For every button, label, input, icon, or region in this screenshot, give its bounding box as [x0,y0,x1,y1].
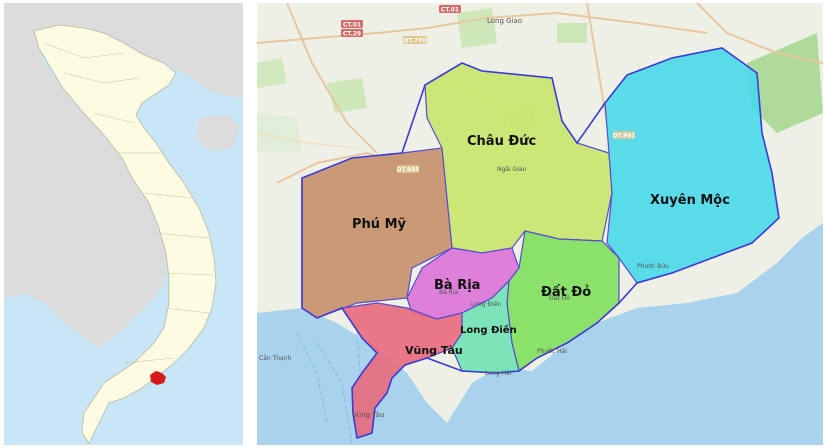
district-label-chau-duc: Châu Đức [467,134,536,149]
road-shield-label: CT.01 [343,22,361,29]
road-shield-label: DT.770 [404,38,427,45]
road-shield-label: CT.29 [343,31,361,38]
place-label-phuoc-hai: Phước Hải [537,348,567,355]
place-label-long-giao: Long Giao [487,17,522,25]
province-borders [43,42,215,364]
road-shield-dt995: DT.995 [397,165,420,174]
district-label-phu-my: Phú Mỹ [352,217,407,232]
neighbor-laos-thailand-cambodia [4,28,169,348]
place-label-ba-ria-town: Bà Rịa [439,289,459,296]
place-label-dat-do-town: Đất Đỏ [549,295,570,302]
road-shield-label: CT.01 [441,7,459,14]
road-shield-ct01-top: CT.01 [439,5,461,14]
road-shield-ct29: CT.29 [341,29,363,38]
place-label-ngai-giao: Ngãi Giao [497,166,527,173]
road-shield-dt770: DT.770 [403,36,427,45]
neighbor-china [4,3,243,98]
neighbor-hainan [196,115,240,151]
district-label-vung-tau: Vũng Tàu [405,344,463,357]
place-label-long-hai: Long Hải [485,370,512,377]
district-labels: Châu Đức Xuyên Mộc Phú Mỹ Bà Rịa Đất Đỏ … [352,134,730,357]
province-border [301,47,780,440]
regional-map: CT.01 CT.29 DT.770 DT.991 DT.995 CT.01 [257,3,823,445]
highlighted-province [150,371,166,385]
regional-map-svg: CT.01 CT.29 DT.770 DT.991 DT.995 CT.01 [257,3,823,445]
locator-map [4,3,243,445]
map-roads [257,3,823,184]
road-shield-dt991: DT.991 [613,131,636,140]
district-label-ba-ria: Bà Rịa [434,278,480,293]
place-label-vung-tau: Vũng Tàu [352,411,385,419]
road-shields: CT.01 CT.29 DT.770 DT.991 DT.995 CT.01 [341,5,635,174]
district-label-dat-do: Đất Đỏ [541,285,591,300]
map-sea [257,223,823,445]
district-label-xuyen-moc: Xuyên Mộc [650,193,730,208]
district-label-long-dien: Long Điền [460,323,517,336]
vietnam-land [33,24,217,444]
place-labels: Long Giao Vũng Tàu Cần Thạnh Ngãi Giao P… [259,17,669,419]
locator-map-svg [4,3,243,445]
road-shield-label: DT.995 [397,167,420,174]
place-label-long-dien-town: Long Điền [471,300,501,308]
road-shield-ct01: CT.01 [341,20,363,29]
place-label-can-thanh: Cần Thạnh [259,354,292,362]
road-shield-label: DT.991 [613,133,636,140]
place-label-phuoc-buu: Phước Bửu [637,263,669,270]
